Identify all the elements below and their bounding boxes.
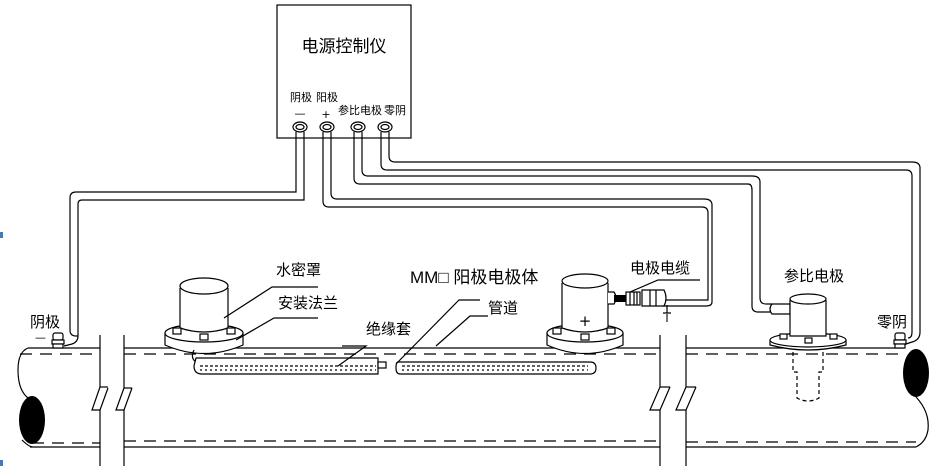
zero-cathode-terminal bbox=[893, 332, 907, 349]
terminal-label-anode: 阳极 bbox=[316, 90, 338, 104]
cable-minus-label: I bbox=[665, 312, 668, 325]
pipe-section-left bbox=[19, 396, 45, 444]
label-electrode-cable: 电极电缆 bbox=[630, 259, 690, 277]
anode-plus-sign: + bbox=[579, 312, 592, 330]
terminal-sign-plus: + bbox=[321, 108, 330, 121]
cable-anode bbox=[322, 132, 713, 307]
cable-reference bbox=[353, 132, 772, 313]
label-cathode-sign: — bbox=[35, 331, 46, 344]
label-cathode: 阴极 bbox=[30, 313, 60, 331]
label-water-cover: 水密罩 bbox=[276, 261, 321, 279]
label-reference-electrode: 参比电极 bbox=[784, 267, 844, 285]
controller-title: 电源控制仪 bbox=[302, 37, 387, 57]
terminal-label-zero-cathode: 零阴 bbox=[384, 104, 406, 117]
anode-electrode-body bbox=[395, 361, 597, 375]
label-pipe: 管道 bbox=[488, 299, 518, 317]
pipeline bbox=[17, 335, 929, 466]
edge-marker-top bbox=[0, 232, 3, 238]
terminal-sign-minus: — bbox=[295, 107, 306, 120]
water-cover-assembly-left bbox=[164, 277, 244, 363]
reference-electrode bbox=[769, 293, 847, 402]
power-controller: 电源控制仪 阴极 阳极 — + 参比电极 零阴 bbox=[276, 4, 412, 139]
cable-cathode bbox=[63, 132, 305, 347]
label-insulation-sleeve: 绝缘套 bbox=[366, 320, 411, 338]
leader-lines bbox=[223, 279, 700, 367]
terminal-label-reference: 参比电极 bbox=[338, 103, 382, 117]
label-zero-cathode: 零阴 bbox=[877, 313, 907, 331]
water-cover-assembly-right: + bbox=[546, 273, 624, 354]
label-anode-electrode-body: MM□ 阳极电极体 bbox=[410, 268, 538, 287]
cable-zero-cathode bbox=[380, 132, 921, 347]
cathode-terminal bbox=[51, 332, 65, 349]
insulation-sleeve bbox=[193, 357, 387, 375]
label-mount-flange: 安装法兰 bbox=[278, 294, 338, 312]
electrode-cable-connector: I bbox=[608, 289, 671, 325]
edge-marker-bottom bbox=[0, 460, 3, 466]
pipe-section-right bbox=[903, 349, 929, 397]
terminal-connectors bbox=[292, 121, 393, 133]
terminal-label-cathode: 阴极 bbox=[290, 90, 312, 104]
